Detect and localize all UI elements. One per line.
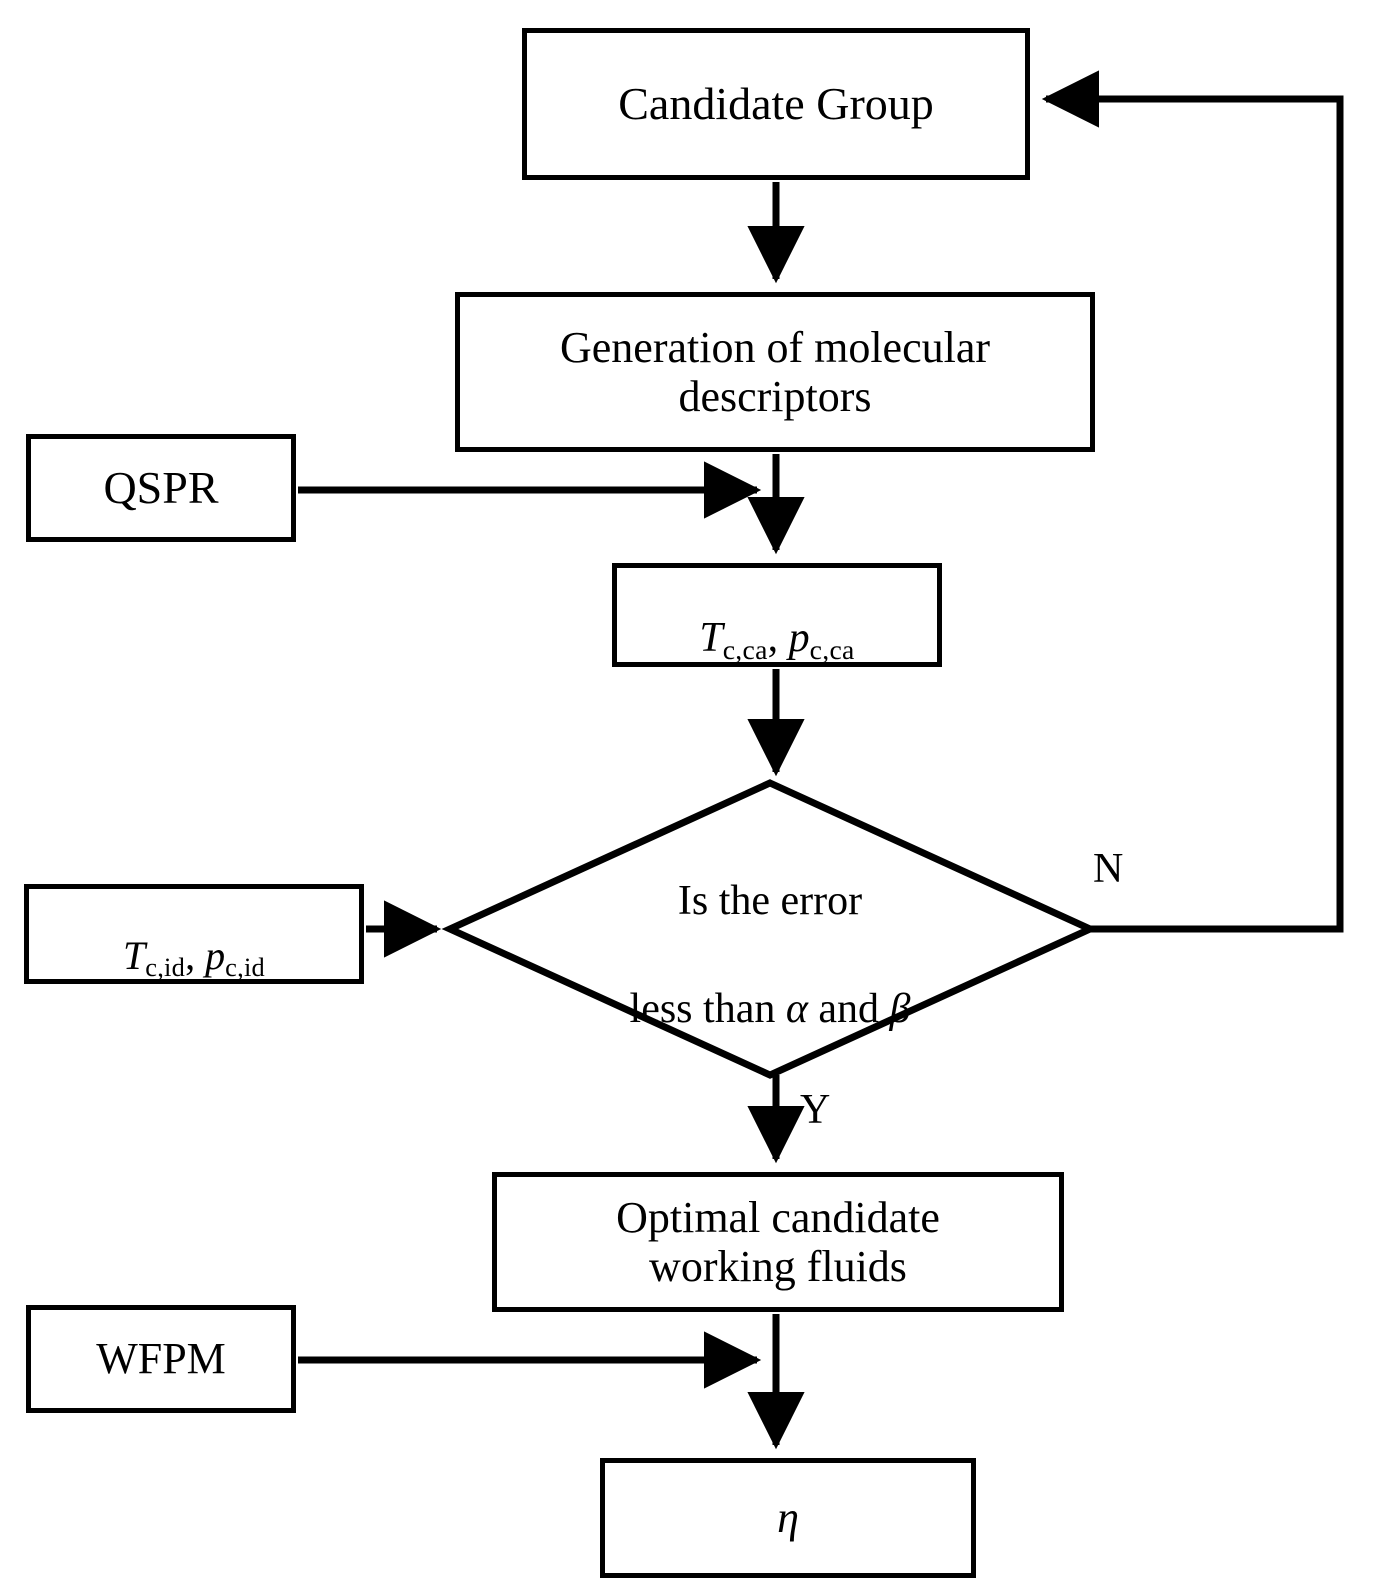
decision-line2-prefix: less than (629, 985, 786, 1032)
tpca-separator: , (767, 615, 789, 661)
branch-label-yes: Y (800, 1087, 831, 1133)
tpid-separator: , (185, 933, 206, 978)
tpid-t-subscript: c,id (145, 952, 186, 983)
decision-label: Is the error less than α and β (450, 783, 1090, 1075)
node-generation-label: Generation of molecular descriptors (559, 322, 991, 421)
node-generation-of-molecular-descriptors[interactable]: Generation of molecular descriptors (455, 292, 1095, 452)
tpca-t-symbol: T (699, 615, 723, 661)
branch-label-no: N (1093, 846, 1124, 892)
node-wfpm-label: WFPM (96, 1334, 226, 1384)
node-eta-label: η (777, 1493, 799, 1543)
node-optimal-label: Optimal candidate working fluids (616, 1192, 940, 1291)
tpid-p-symbol: p (205, 933, 226, 978)
edge-decision-no-feedback (1041, 70, 1344, 933)
decision-line1: Is the error (677, 878, 863, 925)
tpca-p-subscript: c,ca (809, 633, 855, 665)
tpca-p-symbol: p (788, 615, 810, 661)
node-qspr[interactable]: QSPR (26, 434, 296, 542)
tpca-t-subscript: c,ca (722, 633, 768, 665)
node-critical-properties-ideal[interactable]: Tc,id, pc,id (24, 884, 364, 984)
node-wfpm[interactable]: WFPM (26, 1305, 296, 1413)
node-decision-error-check[interactable]: Is the error less than α and β (450, 783, 1090, 1075)
node-efficiency-eta[interactable]: η (600, 1458, 976, 1578)
decision-diamond-shape (441, 779, 1099, 1079)
node-candidate-group-label: Candidate Group (618, 78, 934, 130)
node-tpid-label: Tc,id, pc,id (113, 889, 275, 983)
node-tpca-label: Tc,ca, pc,ca (689, 568, 864, 665)
node-optimal-candidate-working-fluids[interactable]: Optimal candidate working fluids (492, 1172, 1064, 1312)
tpid-p-subscript: c,id (225, 952, 266, 983)
node-qspr-label: QSPR (103, 462, 219, 514)
decision-alpha-symbol: α (785, 985, 808, 1032)
node-candidate-group[interactable]: Candidate Group (522, 28, 1030, 180)
node-critical-properties-candidate[interactable]: Tc,ca, pc,ca (612, 563, 942, 667)
tpid-t-symbol: T (122, 933, 146, 978)
decision-beta-symbol: β (889, 985, 911, 1032)
decision-line2-mid: and (807, 985, 890, 1032)
